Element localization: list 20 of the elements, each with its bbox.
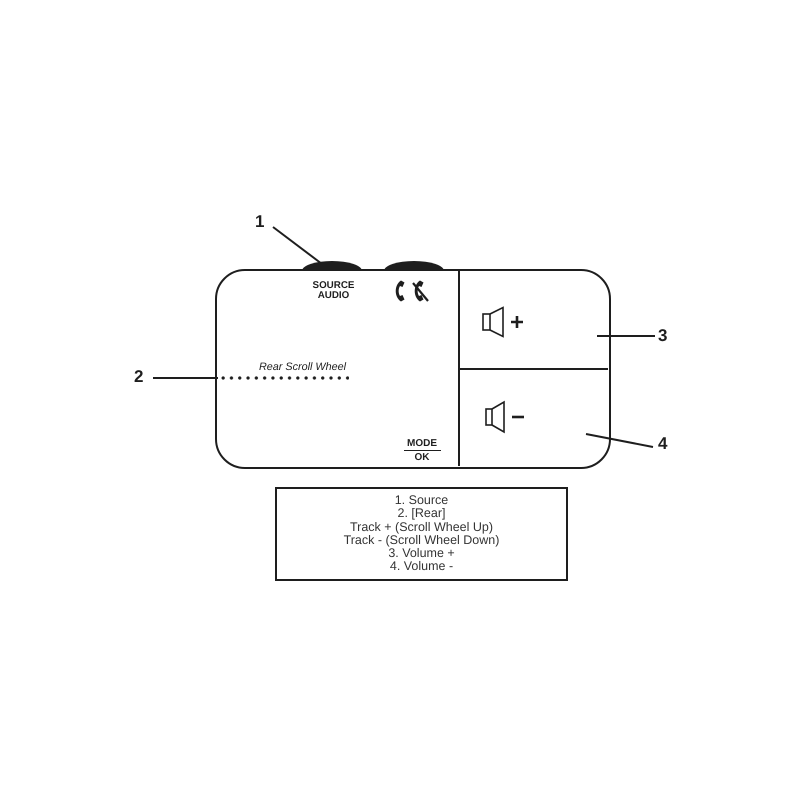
list-item: Track + (Scroll Wheel Up)	[350, 520, 493, 534]
callout-number: 2	[134, 366, 150, 388]
callout-number: 1	[255, 211, 271, 233]
list-item: 3. Volume +	[388, 547, 455, 560]
leader-line	[586, 433, 654, 448]
callout-number: 4	[658, 433, 674, 455]
callout-number: 3	[658, 325, 674, 347]
mode-label: MODE	[404, 438, 440, 450]
button-caption: SOURCE AUDIO	[312, 280, 356, 302]
ok-label: OK	[414, 452, 430, 464]
list-item: 1. Source	[394, 494, 448, 508]
leader-line	[153, 377, 218, 379]
legend-box	[275, 487, 568, 581]
list-item: 4. Volume -	[390, 560, 454, 574]
leader-line	[597, 335, 655, 337]
control-pad	[215, 269, 611, 469]
volume-up-button	[458, 271, 608, 370]
list-item: 2. [Rear]	[398, 507, 446, 521]
leader-line	[272, 226, 323, 265]
list-item: Track - (Scroll Wheel Down)	[344, 534, 500, 548]
